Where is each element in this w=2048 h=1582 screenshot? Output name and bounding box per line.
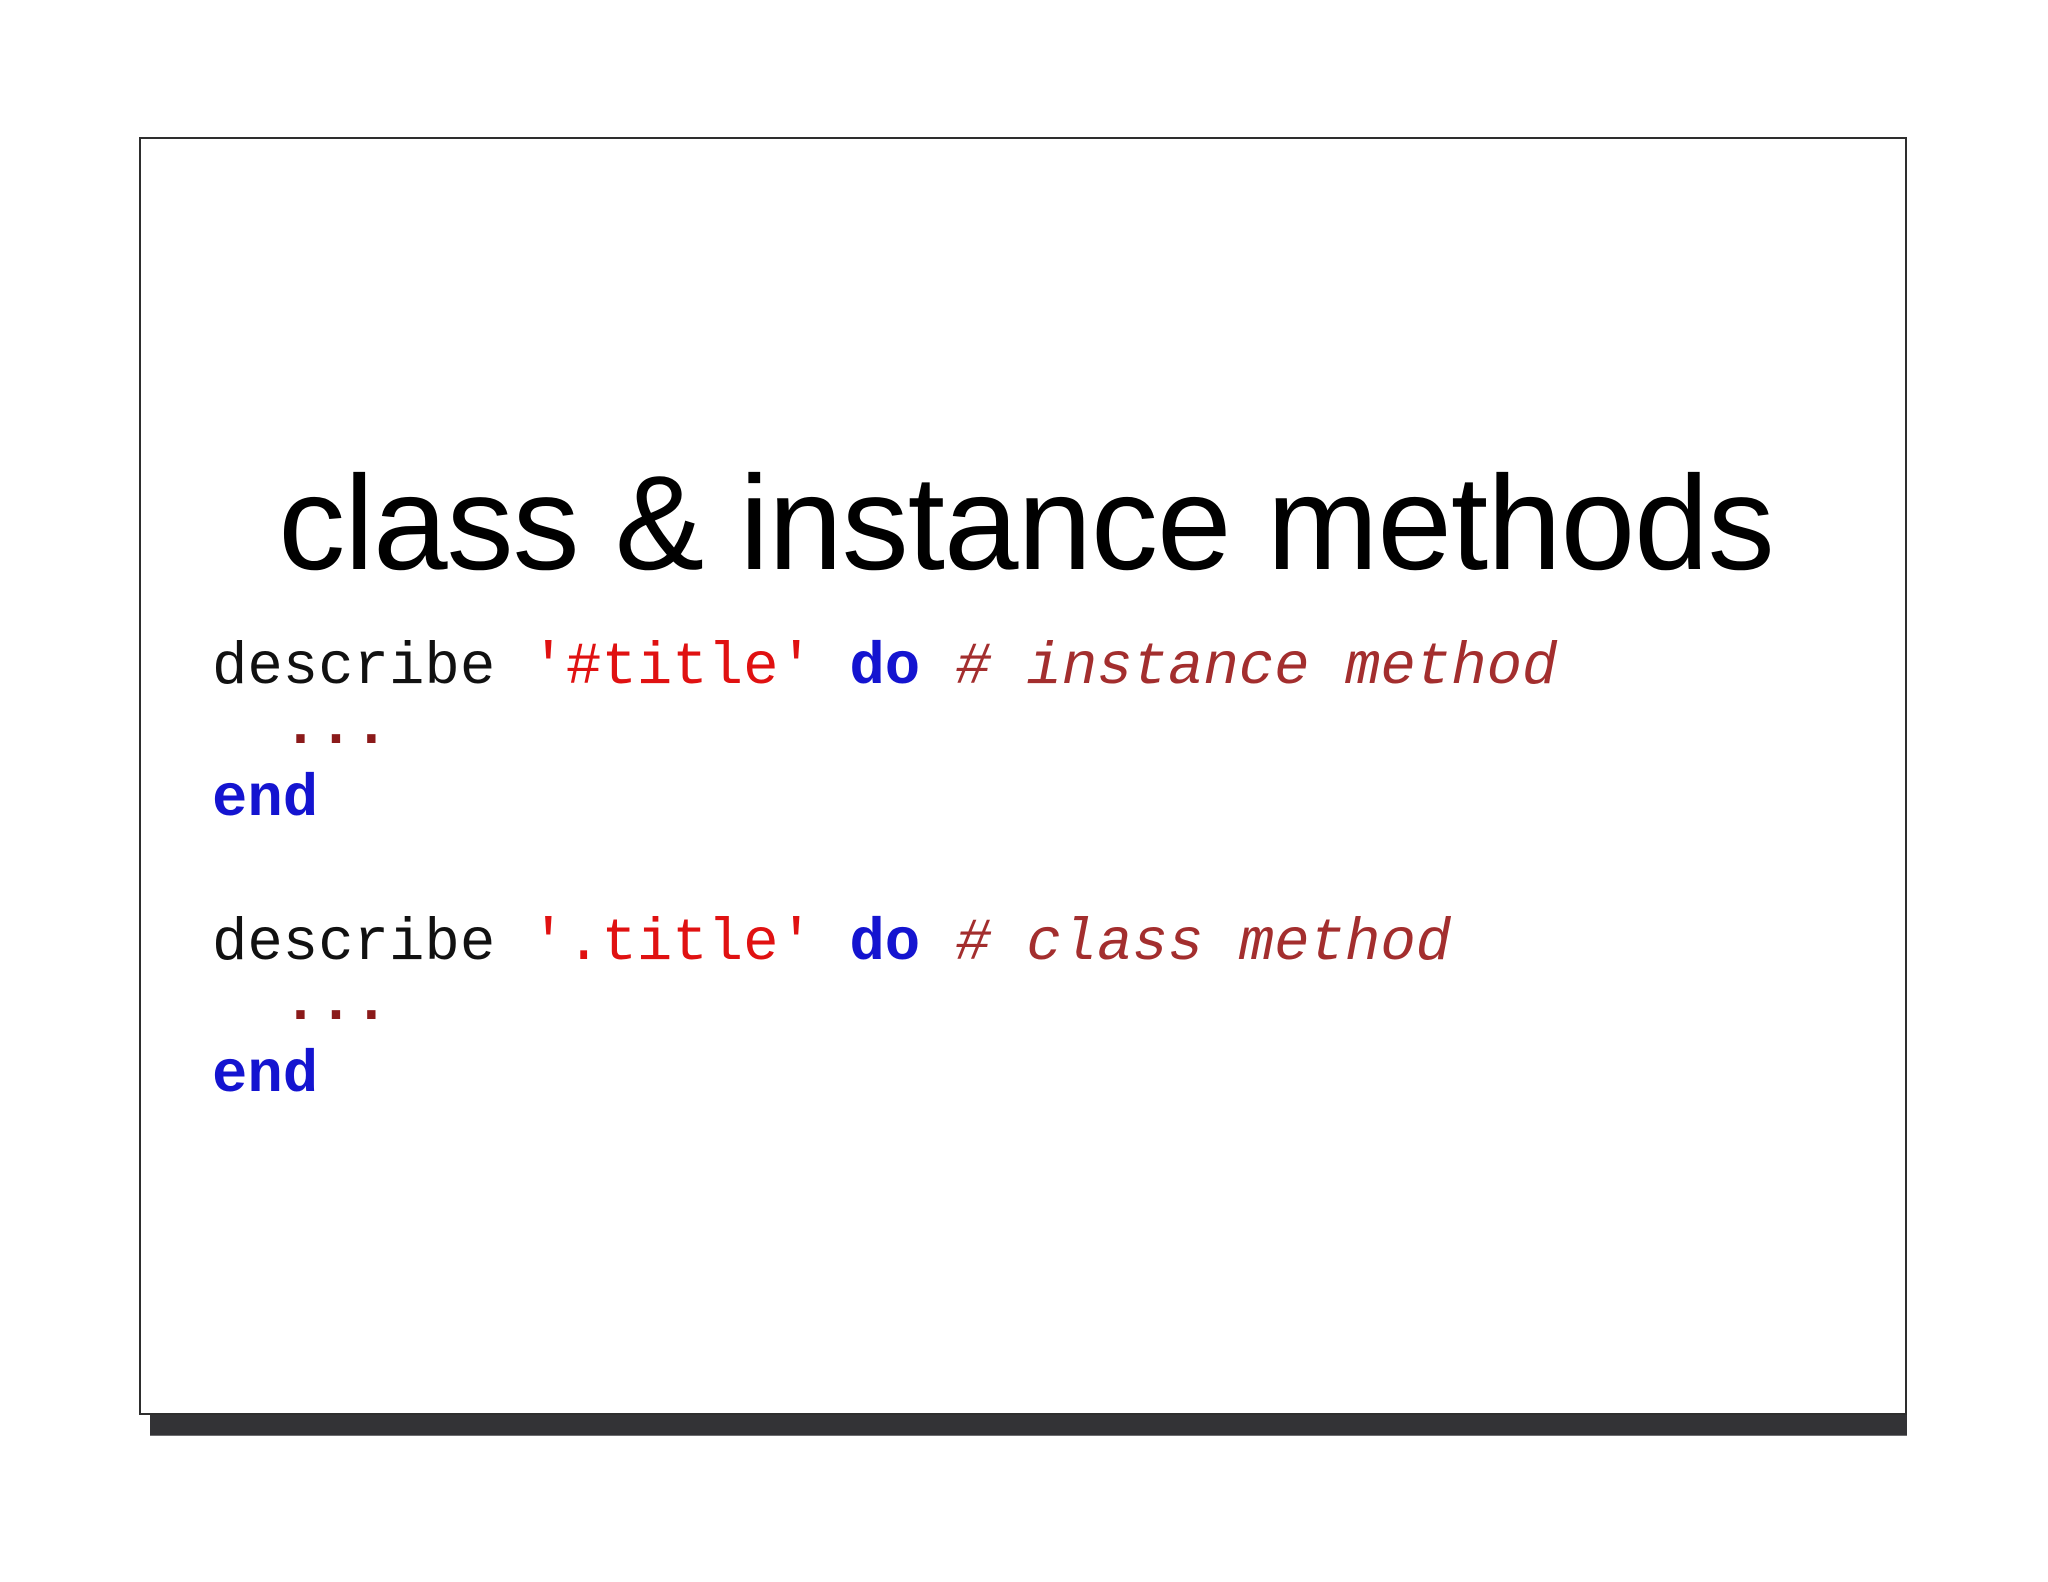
- code-token-comment: # class method: [955, 910, 1452, 977]
- code-token-end-keyword: end: [212, 1042, 319, 1109]
- code-token-comment: # instance method: [955, 634, 1558, 701]
- code-block-class-method: describe '.title' do # class method ... …: [212, 905, 1862, 1120]
- code-line-end-class: end: [212, 1046, 1862, 1120]
- code-line-ellipsis-class: ...: [212, 974, 1862, 1046]
- code-token-space-1: [814, 634, 849, 701]
- code-token-space-2: [920, 910, 955, 977]
- slide-shadow-bar: [150, 1415, 1907, 1436]
- code-token-string-literal: '#title': [530, 634, 814, 701]
- code-line-describe-instance: describe '#title' do # instance method: [212, 629, 1862, 706]
- code-listing: describe '#title' do # instance method .…: [212, 629, 1862, 1120]
- code-line-describe-class: describe '.title' do # class method: [212, 905, 1862, 982]
- code-token-do-keyword: do: [849, 910, 921, 977]
- code-block-instance-method: describe '#title' do # instance method .…: [212, 629, 1862, 844]
- code-token-space-1: [814, 910, 849, 977]
- code-token-ellipsis: ...: [212, 694, 390, 761]
- slide-frame: class & instance methods describe '#titl…: [139, 137, 1907, 1415]
- code-token-describe-keyword: describe: [212, 910, 531, 977]
- page-title: class & instance methods: [278, 449, 1774, 598]
- code-line-end-instance: end: [212, 770, 1862, 844]
- code-line-ellipsis-instance: ...: [212, 698, 1862, 770]
- code-token-end-keyword: end: [212, 766, 319, 833]
- code-token-describe-keyword: describe: [212, 634, 531, 701]
- code-token-space-2: [920, 634, 955, 701]
- code-token-string-literal: '.title': [530, 910, 814, 977]
- code-token-do-keyword: do: [849, 634, 921, 701]
- code-token-ellipsis: ...: [212, 970, 390, 1037]
